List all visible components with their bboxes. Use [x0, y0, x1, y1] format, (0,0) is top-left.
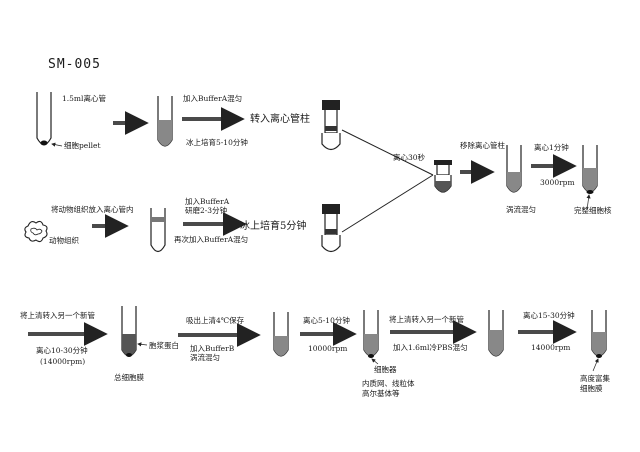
label-animal-tissue: 动物组织: [49, 235, 79, 245]
label-organelle-desc-1: 内质网、线粒体: [362, 378, 415, 388]
label-enriched-1: 高度富集: [580, 373, 610, 383]
tissue-icon: [24, 220, 48, 243]
label-tube-15ml: 1.5ml离心管: [62, 93, 106, 103]
tissue-icon-detail: [30, 227, 43, 236]
tissue-layer: [151, 217, 165, 222]
label-rpm-14000: 14000rpm: [531, 343, 570, 352]
tube-organelles: [363, 310, 379, 358]
column-cap: [322, 100, 340, 110]
liquid-fill: [592, 332, 606, 356]
tube-pbs: [488, 310, 504, 357]
column-cap: [322, 204, 340, 214]
tube-total-membrane: [121, 306, 137, 357]
label-rpm-3000: 3000rpm: [540, 178, 575, 187]
diagram-title: SM-005: [48, 57, 101, 72]
label-pellet: 细胞pellet: [64, 140, 101, 150]
label-tissue-into-tube: 将动物组织放入离心管内: [51, 204, 134, 214]
label-rpm-14000-paren: (14000rpm): [40, 357, 85, 366]
converge-line: [341, 129, 434, 176]
label-cytoplasm-protein: 胞浆蛋白: [149, 340, 179, 350]
label-again-buffer-a: 再次加入BufferA混匀: [174, 234, 248, 244]
label-grind: 研磨2-3分钟: [185, 205, 228, 215]
liquid-fill: [122, 334, 136, 356]
label-add-buffer-b: 加入BufferB: [190, 343, 235, 353]
label-ice-5: 冰上培育5分钟: [240, 219, 306, 232]
tube-buffer-a: [157, 96, 173, 147]
pointer-cytoplasm: [137, 342, 148, 347]
label-add-buffer-a2: 加入BufferA: [185, 196, 230, 206]
label-total-membrane: 总细胞膜: [114, 372, 144, 382]
label-add-pbs: 加入1.6ml冷PBS混匀: [393, 342, 468, 352]
tube-enriched-membrane: [591, 310, 607, 358]
pointer-organelles: [371, 358, 379, 365]
pellet-dot: [126, 353, 132, 357]
label-organelle-desc-2: 高尔基体等: [362, 388, 400, 398]
tube-column-2: [321, 204, 341, 253]
pellet-dot: [40, 140, 48, 146]
column-filter: [325, 126, 337, 131]
label-centrifuge-30s: 离心30秒: [393, 152, 426, 162]
converge-line: [341, 174, 434, 233]
tube-nuclei: [582, 145, 598, 194]
liquid-fill: [583, 168, 597, 192]
label-ice-5-10: 冰上培育5-10分钟: [186, 137, 248, 147]
label-vortex-mix: 涡流混匀: [506, 204, 536, 214]
tube-pellet: [36, 92, 52, 146]
liquid-fill: [274, 336, 288, 356]
label-organelles: 细胞器: [374, 364, 397, 374]
column-filter: [325, 229, 337, 234]
tube-tissue: [150, 208, 166, 253]
label-intact-nuclei: 完整细胞核: [574, 205, 612, 215]
label-rpm-10000: 10000rpm: [308, 344, 347, 353]
tube-buffer-b: [273, 312, 289, 357]
pointer-pellet: [51, 142, 63, 147]
tube-column: [321, 100, 341, 151]
tube-vortexed: [506, 145, 522, 193]
column-cap: [434, 160, 452, 165]
label-transfer-new-2: 将上清转入另一个新管: [389, 314, 464, 324]
label-centrifuge-1min: 离心1分钟: [534, 142, 569, 152]
label-centrifuge-15-30: 离心15-30分钟: [523, 310, 575, 320]
liquid-fill: [507, 172, 521, 192]
label-remove-column: 移除离心管柱: [460, 140, 505, 150]
label-add-buffer-a: 加入BufferA混匀: [183, 93, 242, 103]
liquid-fill: [364, 334, 378, 356]
label-transfer-new-1: 将上清转入另一个新管: [20, 310, 95, 320]
label-to-column: 转入离心管柱: [250, 112, 310, 125]
liquid-fill: [489, 330, 503, 356]
label-aspirate-4c: 吸出上清4℃保存: [186, 315, 245, 325]
label-centrifuge-5-10: 离心5-10分钟: [303, 315, 350, 325]
tube-centrifuged: [434, 160, 452, 193]
pellet-dot: [596, 354, 602, 358]
label-centrifuge-10-30: 离心10-30分钟: [36, 345, 88, 355]
pellet-dot: [586, 190, 594, 194]
liquid-fill: [158, 120, 172, 146]
label-vortex-mix2: 涡流混匀: [190, 352, 220, 362]
pellet-dot: [368, 354, 374, 358]
pointer-nuclei: [586, 194, 591, 211]
label-enriched-2: 细胞膜: [580, 383, 603, 393]
pointer-enriched: [592, 358, 599, 372]
liquid-fill: [435, 181, 451, 192]
